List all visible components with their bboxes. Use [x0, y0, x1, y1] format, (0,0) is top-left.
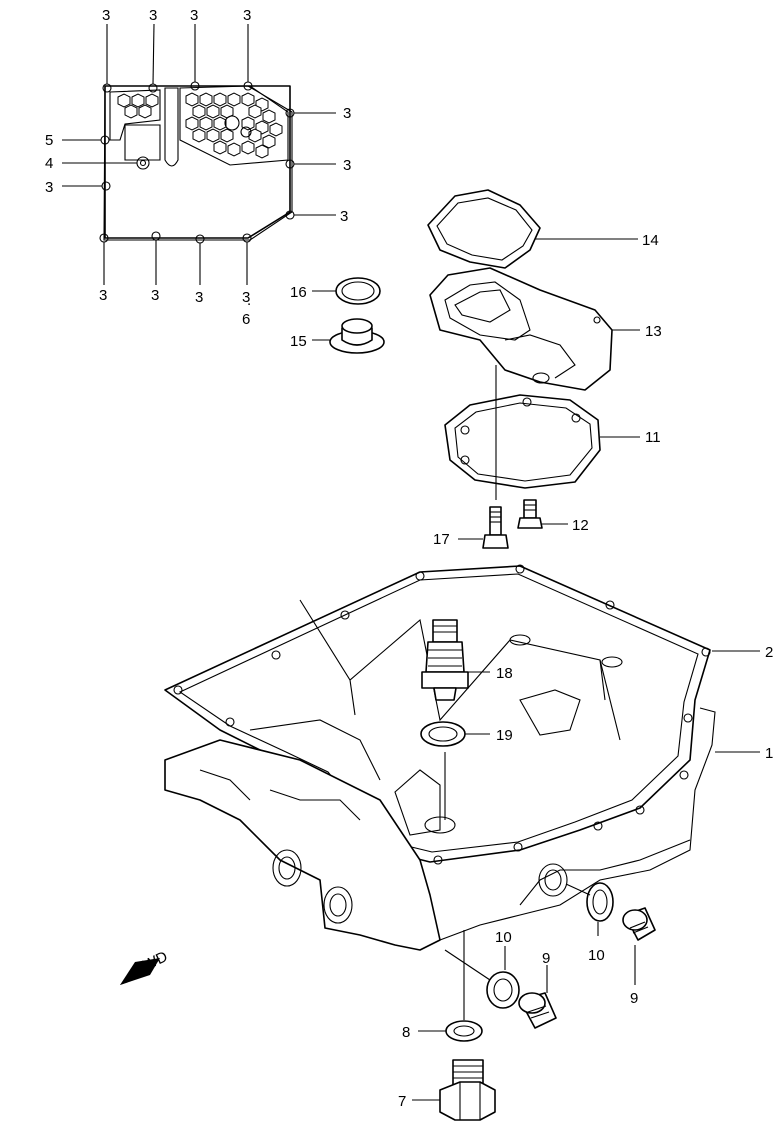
callout-5: 5	[45, 132, 53, 149]
callout-9: 9	[630, 990, 638, 1007]
callout-3: 3	[343, 157, 351, 174]
callout-3: 3	[190, 7, 198, 24]
callout-3: 3	[340, 208, 348, 225]
callout-9: 9	[542, 950, 550, 967]
part-13-cover	[429, 267, 640, 391]
callout-2: 2	[765, 644, 773, 661]
callout-12: 12	[572, 517, 589, 534]
callout-19: 19	[496, 727, 513, 744]
fwd-label: FWD	[132, 948, 170, 978]
callout-7: 7	[398, 1093, 406, 1110]
callout-17: 17	[433, 531, 450, 548]
callout-10: 10	[495, 929, 512, 946]
callout-labels: 3 3 3 3 3 3 3 5 4 3 3 3 3 3 . 6 14 16 15…	[45, 7, 773, 1110]
part-1-oil-pan	[164, 599, 760, 951]
part-11-gasket	[444, 394, 640, 489]
callout-3: 3	[149, 7, 157, 24]
part-9-plug-right	[622, 907, 656, 985]
callout-3: 3	[102, 7, 110, 24]
callout-11: 11	[645, 429, 661, 446]
part-16-o-ring	[312, 277, 381, 305]
callout-1: 1	[765, 745, 773, 762]
callout-3: 3	[151, 287, 159, 304]
callout-3: 3	[243, 7, 251, 24]
callout-3: 3	[343, 105, 351, 122]
callout-3: 3	[242, 289, 250, 306]
callout-8: 8	[402, 1024, 410, 1041]
part-10-washer-right	[586, 882, 614, 936]
part-19-washer	[420, 721, 490, 820]
callout-14: 14	[642, 232, 659, 249]
part-12-bolt	[517, 499, 568, 529]
part-14-gasket	[427, 189, 638, 269]
honeycomb-pattern	[117, 92, 283, 159]
callout-4: 4	[45, 155, 53, 172]
part-7-drain-plug	[412, 1059, 496, 1121]
callout-13: 13	[645, 323, 662, 340]
part-8-washer	[418, 930, 483, 1042]
callout-dot: .	[247, 292, 251, 309]
callout-3: 3	[195, 289, 203, 306]
part-9-plug-left	[518, 965, 557, 1029]
part-15-grommet	[312, 318, 385, 354]
fwd-arrow-icon: FWD	[120, 948, 170, 985]
callout-3: 3	[99, 287, 107, 304]
callout-18: 18	[496, 665, 513, 682]
callout-15: 15	[290, 333, 307, 350]
part-18-sensor	[421, 619, 490, 701]
gasket-detail	[62, 23, 336, 285]
part-17-bolt	[458, 506, 509, 549]
gasket-leaders	[62, 23, 336, 285]
callout-6: 6	[242, 311, 250, 328]
callout-3: 3	[45, 179, 53, 196]
part-10-washer-left	[486, 946, 520, 1009]
callout-16: 16	[290, 284, 307, 301]
callout-10: 10	[588, 947, 605, 964]
